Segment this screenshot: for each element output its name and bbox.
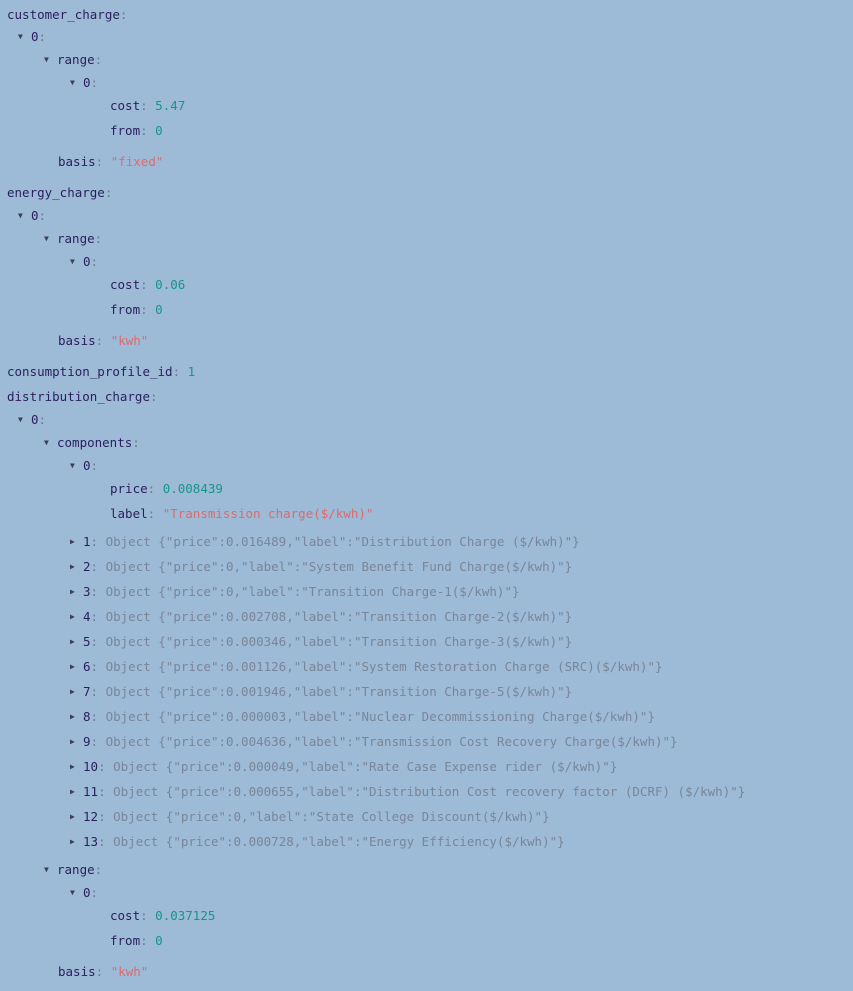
collapsed-node-8[interactable]: ▶8: Object {"price":0.000003,"label":"Nu… xyxy=(70,707,655,727)
prop-label: label: "Transmission charge($/kwh)" xyxy=(110,506,374,521)
prop-consumption-profile-id: consumption_profile_id: 1 xyxy=(7,364,196,379)
node-customer-charge-range[interactable]: ▼range: xyxy=(44,50,102,70)
collapsed-node-3[interactable]: ▶3: Object {"price":0,"label":"Transitio… xyxy=(70,582,520,602)
triangle-down-icon[interactable]: ▼ xyxy=(44,438,49,447)
collapsed-node-4[interactable]: ▶4: Object {"price":0.002708,"label":"Tr… xyxy=(70,607,572,627)
node-distribution-charge[interactable]: distribution_charge: xyxy=(7,389,158,404)
collapsed-node-2[interactable]: ▶2: Object {"price":0,"label":"System Be… xyxy=(70,557,572,577)
prop-basis: basis: "kwh" xyxy=(58,333,149,348)
prop-cost: cost: 5.47 xyxy=(110,98,186,113)
collapsed-node-1[interactable]: ▶1: Object {"price":0.016489,"label":"Di… xyxy=(70,532,580,552)
collapsed-node-11[interactable]: ▶11: Object {"price":0.000655,"label":"D… xyxy=(70,782,745,802)
prop-basis: basis: "kwh" xyxy=(58,964,149,979)
triangle-down-icon[interactable]: ▼ xyxy=(18,415,23,424)
triangle-down-icon[interactable]: ▼ xyxy=(70,257,75,266)
triangle-down-icon[interactable]: ▼ xyxy=(44,865,49,874)
prop-from: from: 0 xyxy=(110,123,163,138)
triangle-right-icon[interactable]: ▶ xyxy=(70,762,75,771)
triangle-down-icon[interactable]: ▼ xyxy=(18,211,23,220)
triangle-down-icon[interactable]: ▼ xyxy=(18,32,23,41)
triangle-right-icon[interactable]: ▶ xyxy=(70,562,75,571)
prop-cost: cost: 0.06 xyxy=(110,277,186,292)
triangle-down-icon[interactable]: ▼ xyxy=(44,55,49,64)
node-components-0[interactable]: ▼0: xyxy=(70,456,98,476)
collapsed-node-6[interactable]: ▶6: Object {"price":0.001126,"label":"Sy… xyxy=(70,657,663,677)
node-distribution-charge-0[interactable]: ▼0: xyxy=(18,410,46,430)
triangle-down-icon[interactable]: ▼ xyxy=(44,234,49,243)
triangle-right-icon[interactable]: ▶ xyxy=(70,812,75,821)
triangle-right-icon[interactable]: ▶ xyxy=(70,637,75,646)
node-customer-charge-0[interactable]: ▼0: xyxy=(18,27,46,47)
collapsed-node-13[interactable]: ▶13: Object {"price":0.000728,"label":"E… xyxy=(70,832,565,852)
node-energy-charge[interactable]: energy_charge: xyxy=(7,185,113,200)
node-distribution-range[interactable]: ▼range: xyxy=(44,860,102,880)
prop-from: from: 0 xyxy=(110,933,163,948)
triangle-right-icon[interactable]: ▶ xyxy=(70,687,75,696)
triangle-down-icon[interactable]: ▼ xyxy=(70,888,75,897)
node-energy-charge-range-0[interactable]: ▼0: xyxy=(70,252,98,272)
collapsed-node-7[interactable]: ▶7: Object {"price":0.001946,"label":"Tr… xyxy=(70,682,572,702)
node-energy-charge-0[interactable]: ▼0: xyxy=(18,206,46,226)
node-customer-charge[interactable]: customer_charge: xyxy=(7,7,128,22)
node-components[interactable]: ▼components: xyxy=(44,433,140,453)
prop-from: from: 0 xyxy=(110,302,163,317)
triangle-right-icon[interactable]: ▶ xyxy=(70,537,75,546)
node-distribution-range-0[interactable]: ▼0: xyxy=(70,883,98,903)
prop-price: price: 0.008439 xyxy=(110,481,223,496)
prop-basis: basis: "fixed" xyxy=(58,154,164,169)
triangle-down-icon[interactable]: ▼ xyxy=(70,461,75,470)
collapsed-node-10[interactable]: ▶10: Object {"price":0.000049,"label":"R… xyxy=(70,757,617,777)
collapsed-node-5[interactable]: ▶5: Object {"price":0.000346,"label":"Tr… xyxy=(70,632,572,652)
triangle-right-icon[interactable]: ▶ xyxy=(70,612,75,621)
collapsed-node-9[interactable]: ▶9: Object {"price":0.004636,"label":"Tr… xyxy=(70,732,678,752)
triangle-right-icon[interactable]: ▶ xyxy=(70,587,75,596)
node-energy-charge-range[interactable]: ▼range: xyxy=(44,229,102,249)
collapsed-node-12[interactable]: ▶12: Object {"price":0,"label":"State Co… xyxy=(70,807,550,827)
triangle-right-icon[interactable]: ▶ xyxy=(70,837,75,846)
node-customer-charge-range-0[interactable]: ▼0: xyxy=(70,73,98,93)
triangle-right-icon[interactable]: ▶ xyxy=(70,737,75,746)
prop-cost: cost: 0.037125 xyxy=(110,908,216,923)
triangle-right-icon[interactable]: ▶ xyxy=(70,662,75,671)
triangle-right-icon[interactable]: ▶ xyxy=(70,712,75,721)
triangle-down-icon[interactable]: ▼ xyxy=(70,78,75,87)
triangle-right-icon[interactable]: ▶ xyxy=(70,787,75,796)
